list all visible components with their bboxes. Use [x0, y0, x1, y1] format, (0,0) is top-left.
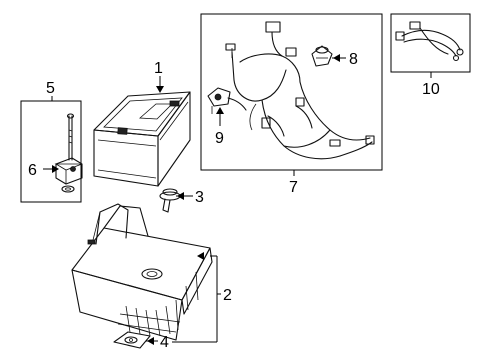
connector: [311, 45, 333, 67]
hold-down-clamp: [54, 157, 83, 193]
callout-9: 9: [215, 130, 224, 147]
cable-assembly-frame: [200, 13, 383, 171]
callout-2: 2: [223, 287, 232, 304]
hold-down-bolt: [66, 113, 75, 161]
tray-bolt: [159, 188, 181, 213]
callout-4: 4: [160, 334, 169, 351]
leader-2: [172, 252, 221, 343]
tray-bracket: [113, 331, 151, 349]
battery: [93, 91, 191, 187]
callout-6: 6: [28, 162, 37, 179]
battery-cable-frame: [390, 13, 471, 73]
cable-harness: [225, 21, 375, 160]
leader-3: [176, 192, 193, 200]
leader-4: [146, 337, 158, 345]
battery-tray: [71, 203, 213, 341]
callout-3: 3: [195, 189, 204, 206]
callout-8: 8: [349, 51, 358, 68]
callout-5: 5: [46, 80, 55, 97]
callout-1: 1: [154, 60, 163, 77]
leader-8: [332, 54, 346, 62]
battery-cable: [395, 21, 464, 62]
leader-6: [43, 165, 59, 173]
leader-9: [216, 107, 224, 126]
hold-down-kit-frame: [20, 100, 82, 203]
callout-7: 7: [289, 179, 298, 196]
leader-1: [156, 76, 164, 93]
sensor: [207, 87, 247, 114]
callout-10: 10: [422, 81, 440, 98]
